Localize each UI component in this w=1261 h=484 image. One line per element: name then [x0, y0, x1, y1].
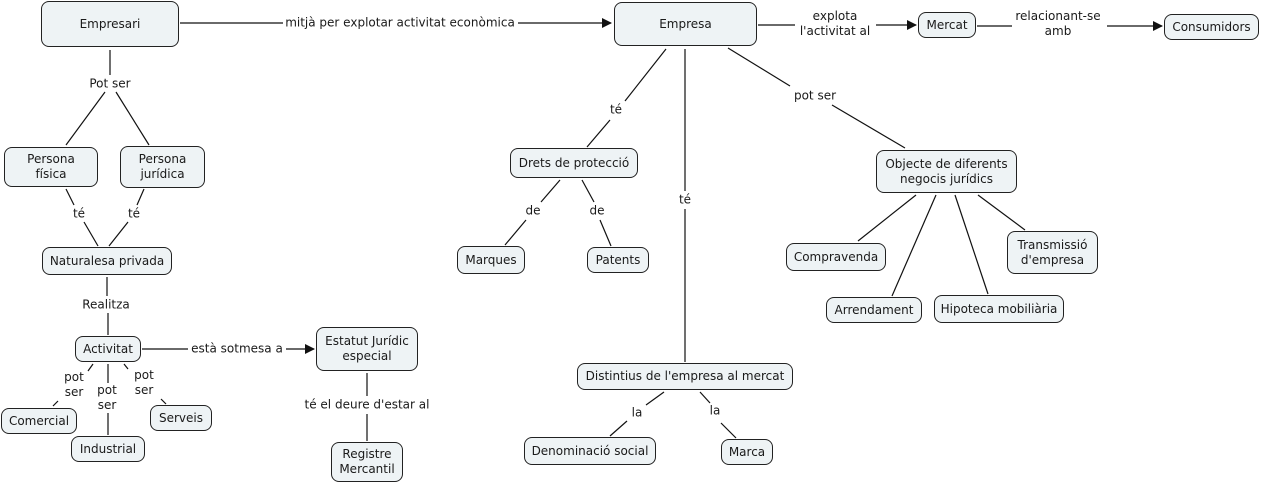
line-potser-objecte — [831, 104, 906, 149]
line-te-naturalesa-2 — [108, 221, 129, 247]
node-drets-proteccio[interactable]: Drets de protecció — [510, 148, 638, 178]
line-potser-comercial — [52, 400, 59, 407]
node-marques[interactable]: Marques — [457, 246, 525, 274]
line-potser-fisica — [65, 91, 106, 146]
line-drets-de-patents — [581, 179, 595, 203]
line-la-marca — [720, 422, 737, 439]
node-serveis[interactable]: Serveis — [150, 405, 212, 431]
line-objecte-compravenda — [857, 194, 917, 242]
link-label-de-patents: de — [587, 203, 607, 219]
link-label-la-denominacio: la — [629, 405, 645, 421]
line-distintius-la-denominacio — [645, 391, 665, 406]
node-arrendament[interactable]: Arrendament — [826, 297, 922, 323]
node-distintius[interactable]: Distintius de l'empresa al mercat — [577, 363, 793, 390]
line-empresa-potser-objecte — [727, 47, 791, 87]
node-transmissio[interactable]: Transmissió d'empresa — [1007, 231, 1098, 274]
line-activitat-potser-comercial — [87, 363, 94, 372]
line-de-marques — [504, 219, 527, 246]
node-denominacio-social[interactable]: Denominació social — [524, 437, 656, 465]
link-label-deure: té el deure d'estar al — [302, 397, 432, 413]
link-label-pot-ser-empresa: pot ser — [791, 88, 839, 104]
link-label-la-marca: la — [707, 403, 723, 419]
node-empresa[interactable]: Empresa — [614, 2, 757, 46]
node-compravenda[interactable]: Compravenda — [786, 243, 886, 271]
line-drets-de-marques — [540, 179, 561, 203]
line-distintius-la-marca — [699, 391, 711, 404]
link-label-relacionant: relacionant-se amb — [1013, 9, 1103, 39]
link-label-te-drets: té — [607, 102, 625, 118]
line-potser-serveis — [160, 398, 167, 405]
line-empresa-te-drets — [624, 48, 667, 102]
line-de-patents — [599, 219, 612, 247]
node-mercat[interactable]: Mercat — [918, 12, 976, 38]
line-te-naturalesa-1 — [83, 221, 99, 247]
line-objecte-arrendament — [891, 194, 937, 297]
node-marca[interactable]: Marca — [721, 439, 773, 465]
link-label-pot-ser-industrial: pot ser — [95, 383, 119, 413]
line-te-drets — [586, 119, 611, 148]
link-label-te-juridica: té — [125, 206, 143, 222]
link-label-pot-ser-serveis: pot ser — [132, 368, 156, 398]
node-patents[interactable]: Patents — [587, 247, 649, 273]
link-label-explota: explota l'activitat al — [797, 9, 873, 39]
link-label-pot-ser-comercial: pot ser — [62, 370, 86, 400]
node-industrial[interactable]: Industrial — [71, 436, 145, 462]
link-label-de-marques: de — [523, 203, 543, 219]
node-naturalesa-privada[interactable]: Naturalesa privada — [42, 247, 172, 275]
node-comercial[interactable]: Comercial — [1, 408, 77, 434]
line-potser-juridica — [115, 91, 150, 146]
link-label-te-distintius: té — [676, 192, 694, 208]
node-consumidors[interactable]: Consumidors — [1164, 14, 1259, 40]
link-label-sotmesa: està sotmesa a — [189, 341, 285, 357]
node-registre-mercantil[interactable]: Registre Mercantil — [331, 442, 403, 482]
line-objecte-hipoteca — [954, 194, 989, 295]
node-empresari[interactable]: Empresari — [41, 1, 179, 47]
link-label-realitza: Realitza — [80, 297, 132, 313]
link-label-pot-ser-empresari: Pot ser — [87, 76, 133, 92]
node-activitat[interactable]: Activitat — [75, 336, 141, 362]
line-la-denominacio — [609, 420, 628, 437]
node-persona-fisica[interactable]: Persona física — [4, 147, 98, 187]
node-objecte-negocis[interactable]: Objecte de diferents negocis jurídics — [876, 150, 1017, 193]
line-fisica-te — [65, 188, 75, 206]
line-activitat-potser-serveis — [123, 363, 129, 370]
link-label-mitja: mitjà per explotar activitat econòmica — [283, 15, 517, 31]
link-label-te-fisica: té — [70, 206, 88, 222]
node-persona-juridica[interactable]: Persona jurídica — [120, 146, 205, 188]
node-estatut-juridic[interactable]: Estatut Jurídic especial — [316, 327, 418, 371]
line-juridica-te — [136, 188, 145, 206]
node-hipoteca[interactable]: Hipoteca mobiliària — [934, 295, 1064, 323]
line-objecte-transmissio — [977, 194, 1026, 231]
